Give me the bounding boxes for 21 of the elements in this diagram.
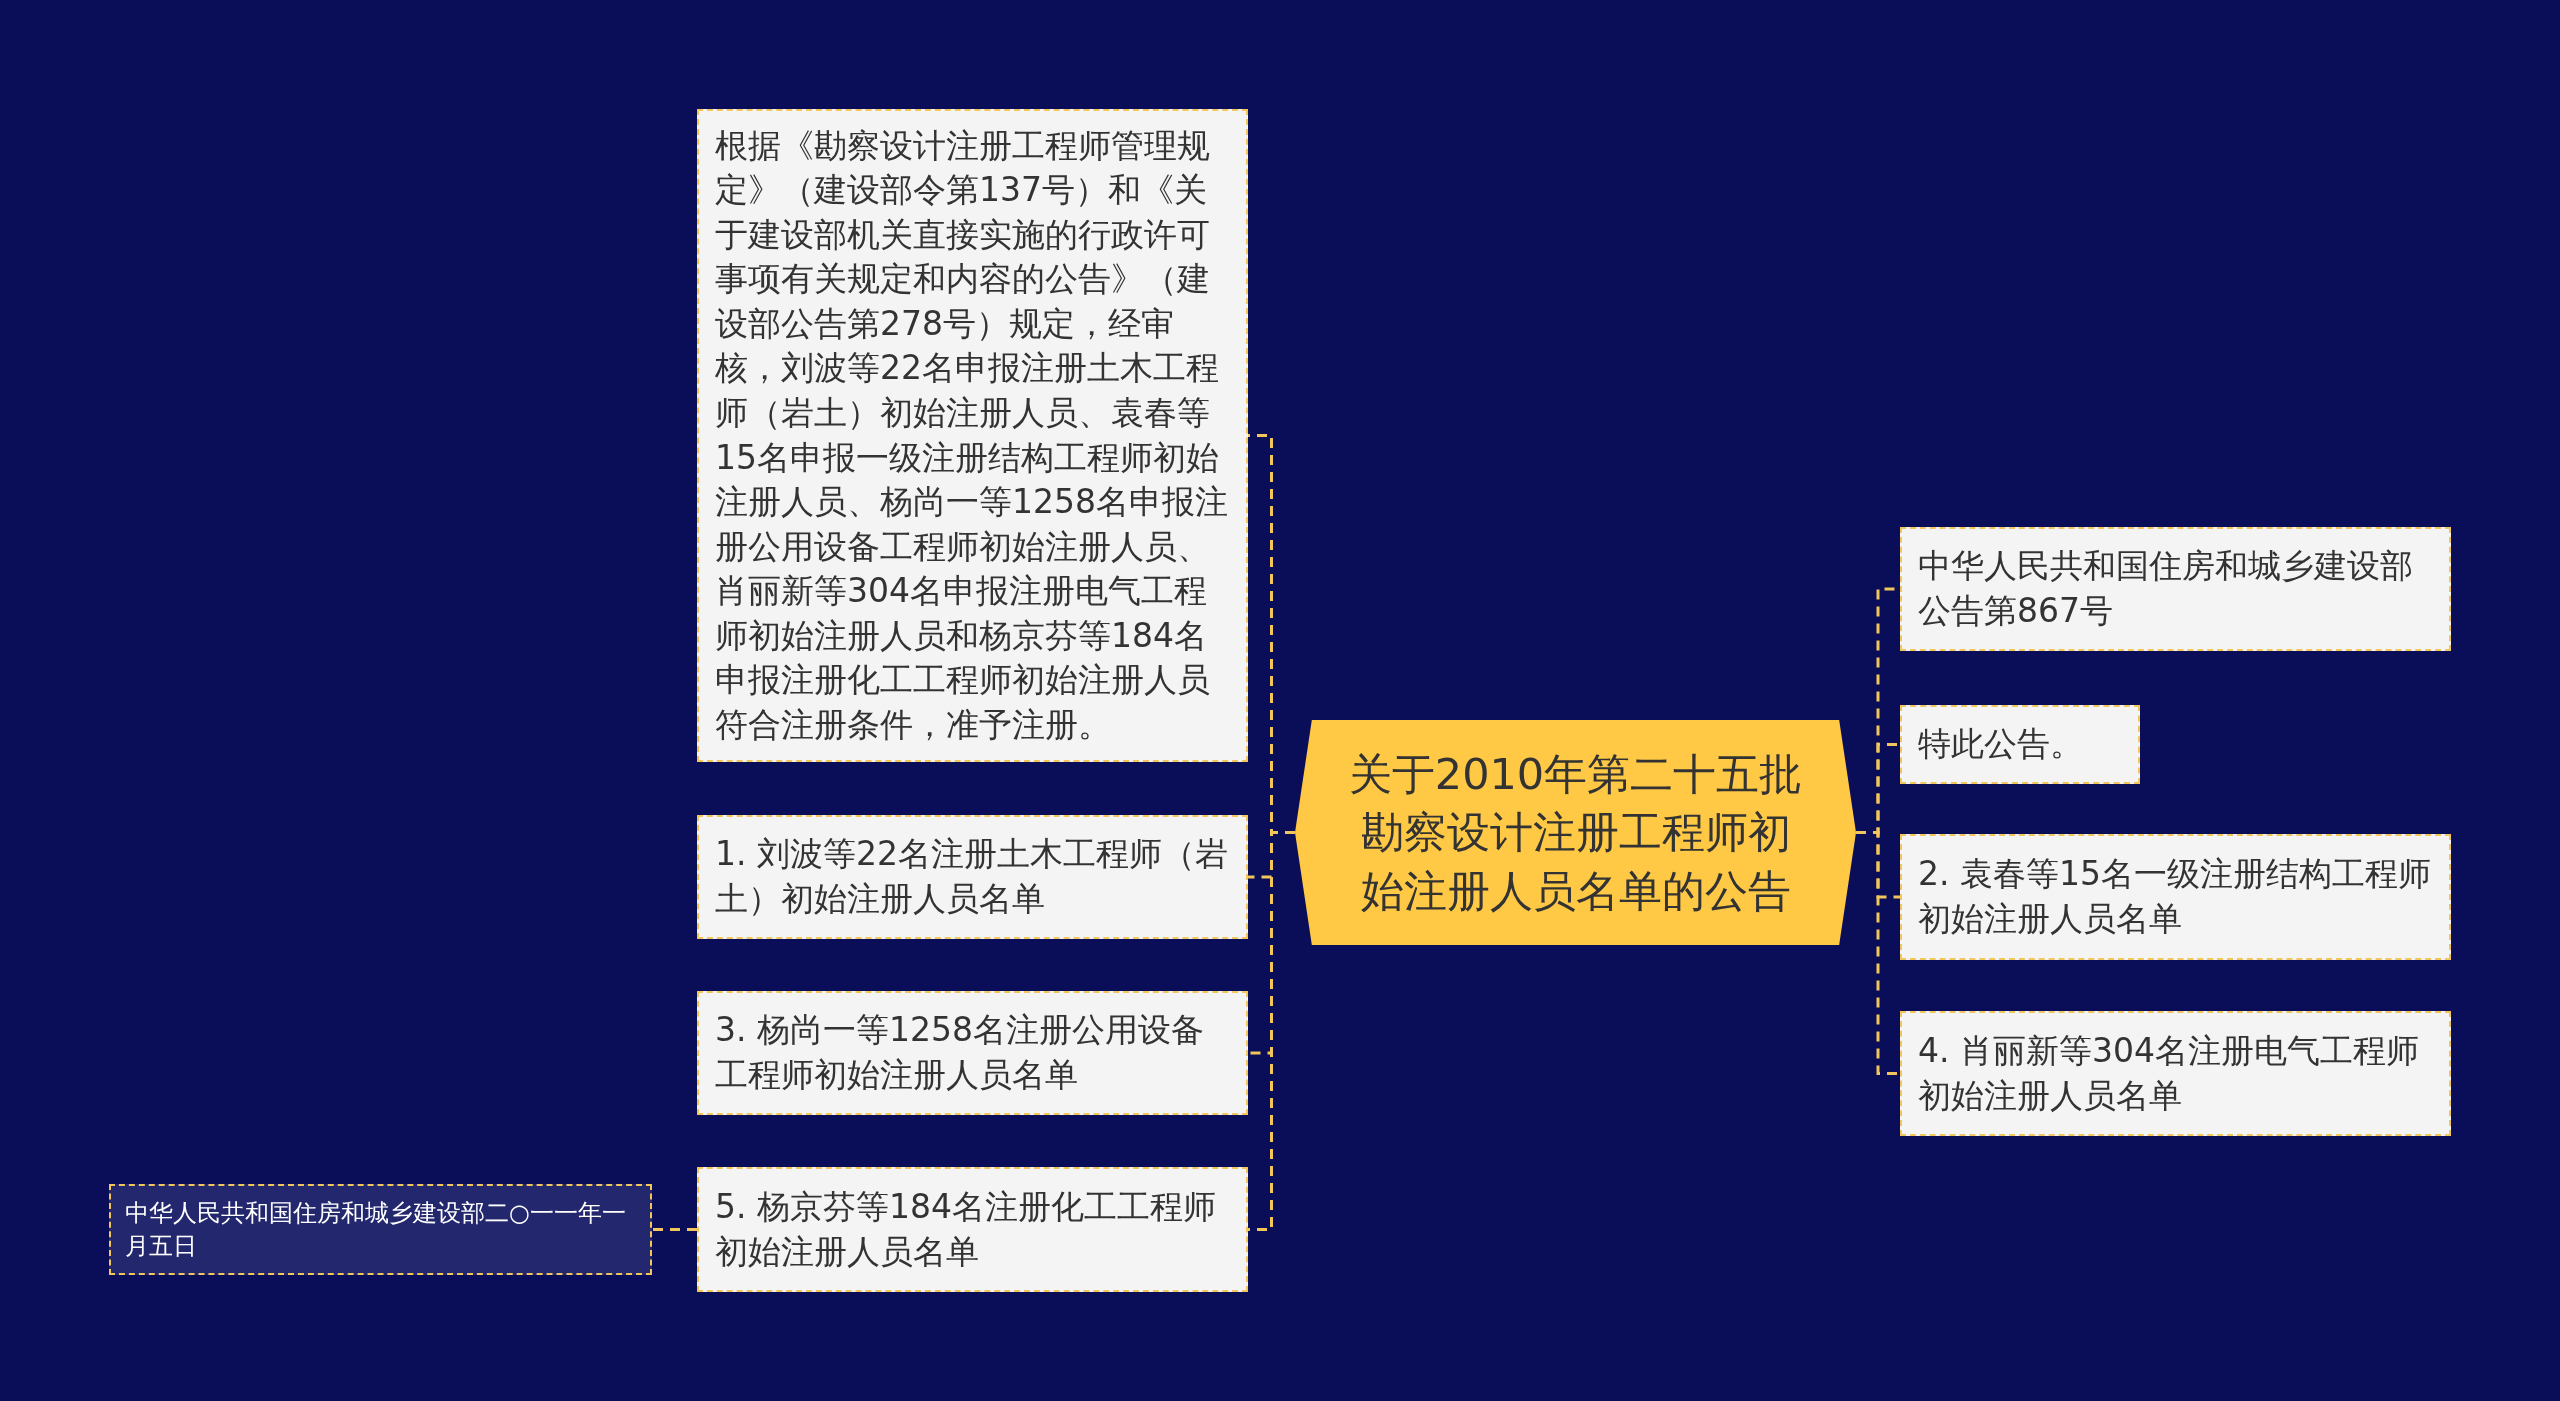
box-text: 3. 杨尚一等1258名注册公用设备工程师初始注册人员名单 (715, 1009, 1205, 1096)
box-text: 1. 刘波等22名注册土木工程师（岩土）初始注册人员名单 (715, 833, 1229, 920)
topic-title: 关于2010年第二十五批勘察设计注册工程师初始注册人员名单的公告 (1347, 748, 1804, 918)
box-text: 中华人民共和国住房和城乡建设部二○一一年一月五日 (125, 1198, 627, 1262)
text-box (697, 991, 1248, 1115)
connector-line (652, 1228, 697, 1231)
box-text: 特此公告。 (1918, 723, 2083, 766)
text-box (697, 1167, 1248, 1292)
box-text: 根据《勘察设计注册工程师管理规定》（建设部令第137号）和《关于建设部机关直接实施的行政许可事项有关规定和内容的公告》（建设部公告第278号）规定，经审核，刘波等22名申报注册土木工程师（岩土）初始注册人员、袁春等15名申报一级注册结构工程师初始注册人员、杨尚一等1258名申报注册公用设备工程师初始注册人员、肖丽新等304名申报注册电气工程师初始注册人员和杨京芬等184名申报注册化工工程师初始注册人员符合注册条件，准予注册。 (715, 124, 1229, 746)
text-box (1900, 1011, 2451, 1136)
note-box (109, 1184, 652, 1275)
box-text: 5. 杨京芬等184名注册化工工程师初始注册人员名单 (715, 1185, 1217, 1273)
topic-hexagon (1295, 720, 1856, 945)
box-text: 中华人民共和国住房和城乡建设部公告第867号 (1918, 545, 2414, 632)
text-box (697, 815, 1248, 939)
text-box (1900, 527, 2451, 651)
connector-line (1856, 831, 1900, 1075)
box-text: 2. 袁春等15名一级注册结构工程师初始注册人员名单 (1918, 853, 2432, 940)
box-text: 4. 肖丽新等304名注册电气工程师初始注册人员名单 (1918, 1029, 2420, 1117)
text-box (1900, 834, 2451, 960)
text-box (1900, 705, 2140, 784)
